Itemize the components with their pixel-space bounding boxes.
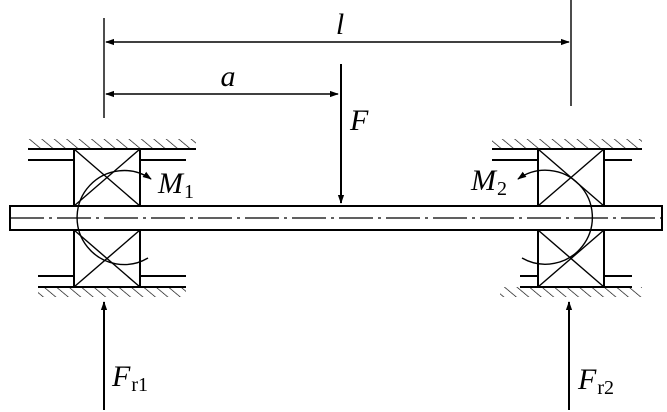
moment-m2-arc [517, 169, 593, 265]
moment-m2-label: M2 [470, 164, 507, 200]
force-label: F [349, 104, 369, 137]
distance-label: a [221, 60, 236, 93]
right-bearing [492, 139, 642, 297]
length-label: l [336, 8, 344, 41]
reaction-fr1-label: Fr1 [111, 360, 148, 396]
dimension-l: l [105, 8, 570, 46]
moment-m1-label: M1 [157, 167, 194, 203]
moment-m1-arc [76, 169, 152, 266]
dimension-extension-lines [103, 0, 572, 118]
dimension-a: a [105, 60, 339, 98]
shaft [9, 205, 663, 231]
reaction-fr2-label: Fr2 [577, 363, 614, 399]
left-bearing [28, 139, 196, 297]
force-f: F [337, 64, 369, 204]
